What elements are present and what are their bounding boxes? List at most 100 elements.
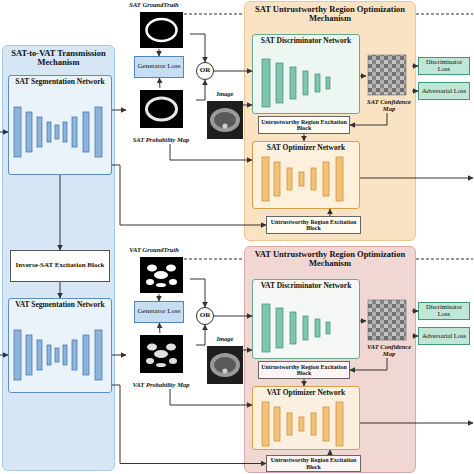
ct-picture: [207, 346, 243, 384]
layer-block: [26, 112, 32, 152]
blob: [166, 265, 176, 272]
output-arrow: [360, 423, 473, 424]
input-arrow: [0, 132, 8, 133]
node-label: Discriminator Loss: [421, 304, 467, 318]
mechanism-band: SAT-to-VAT Transmission MechanismSAT Seg…: [2, 45, 115, 471]
layer-block: [290, 312, 296, 344]
ct-body: [210, 108, 240, 132]
probability-map: SAT Probability Map: [126, 88, 196, 144]
layer-block: [26, 335, 32, 375]
loss-box: Adversarial Loss: [418, 82, 470, 100]
node-label: Untrustworthy Region Excitation Block: [261, 119, 347, 132]
confidence-picture: [368, 55, 406, 95]
layer-block: [63, 122, 67, 142]
node-label: VAT GroundTruth: [129, 247, 179, 254]
layer-block: [336, 157, 343, 201]
connector: [60, 175, 61, 250]
connector: [412, 66, 418, 67]
sat-groundtruth-picture: [140, 12, 183, 48]
blob: [154, 350, 168, 358]
layer-block: [14, 107, 21, 157]
blob: [169, 279, 177, 285]
node-label: Untrustworthy Region Excitation Block: [261, 364, 347, 377]
layer-block: [63, 345, 67, 365]
ct-spine: [223, 369, 228, 374]
mechanism-band: VAT Untrustworthy Region Optimization Me…: [244, 246, 416, 473]
layer-block: [262, 304, 270, 352]
node-label: Image: [217, 91, 234, 98]
mask-image: [140, 257, 183, 293]
connector: [243, 105, 252, 106]
connector: [170, 144, 252, 160]
layer-block: [287, 413, 292, 435]
connector: [159, 323, 161, 333]
confidence-map: VAT Confidence Map: [366, 298, 412, 358]
layer-block: [276, 63, 283, 103]
blob: [154, 271, 168, 279]
layer-block: [83, 112, 89, 152]
input-arrow: [0, 355, 8, 356]
connector: [159, 78, 161, 88]
node-label: VAT Optimizer Network: [267, 389, 346, 397]
segmentation-layers: [14, 107, 102, 157]
connector: [112, 355, 126, 356]
node-label: Adversarial Loss: [422, 88, 466, 95]
layer-block: [315, 74, 320, 92]
dashed-line: [416, 14, 473, 15]
layer-block: [72, 340, 77, 370]
layer-block: [55, 125, 59, 139]
connector: [412, 336, 418, 337]
connector: [159, 49, 160, 56]
node-label: SAT Confidence Map: [366, 99, 412, 113]
node-label: SAT GroundTruth: [129, 2, 178, 9]
loss-box: Generator Loss: [134, 56, 184, 78]
segmentation-layers: [14, 330, 102, 380]
connector: [214, 316, 252, 317]
excitation-block: Untrustworthy Region Excitation Block: [258, 116, 350, 134]
layer-block: [47, 345, 51, 365]
connector: [412, 311, 418, 312]
layer-block: [315, 319, 320, 337]
ct-image: Image: [207, 336, 243, 385]
connector: [304, 379, 305, 386]
blob: [166, 344, 176, 351]
ct-image: Image: [207, 91, 243, 140]
connector: [190, 279, 205, 307]
connector: [196, 80, 205, 100]
layer-block: [323, 162, 329, 196]
blob: [146, 358, 154, 364]
mask-ring: [147, 19, 177, 41]
or-circle: OR: [196, 307, 214, 325]
node-label: Adversarial Loss: [422, 333, 466, 340]
layer-block: [274, 162, 280, 196]
dashed-line: [416, 259, 473, 260]
mask-image: [140, 12, 183, 48]
node-label: SAT Probability Map: [133, 137, 190, 144]
mask-image: [140, 90, 183, 128]
segmentation-network: SAT Segmentation Network: [8, 75, 112, 175]
node-label: VAT Segmentation Network: [15, 301, 105, 309]
connector: [159, 294, 160, 301]
ct-frame: [207, 101, 243, 139]
layer-block: [55, 348, 59, 362]
probability-map: VAT Probability Map: [126, 333, 196, 389]
layer-block: [14, 330, 21, 380]
connector: [243, 350, 252, 351]
node-label: SAT Segmentation Network: [15, 78, 104, 86]
excitation-block: Untrustworthy Region Excitation Block: [266, 455, 361, 472]
layer-block: [326, 77, 330, 89]
layer-block: [274, 407, 280, 441]
confidence-picture: [368, 300, 406, 340]
node-label: SAT Discriminator Network: [261, 37, 351, 45]
sat-probability-picture: [140, 90, 183, 128]
excitation-block: Untrustworthy Region Excitation Block: [266, 216, 361, 234]
connector: [214, 71, 252, 72]
layer-block: [37, 117, 42, 147]
node-label: Generator Loss: [138, 63, 181, 70]
layer-block: [287, 168, 292, 190]
connector: [60, 282, 61, 298]
node-label: OR: [200, 312, 211, 319]
connector: [112, 110, 126, 111]
dashed-line: [184, 14, 244, 15]
